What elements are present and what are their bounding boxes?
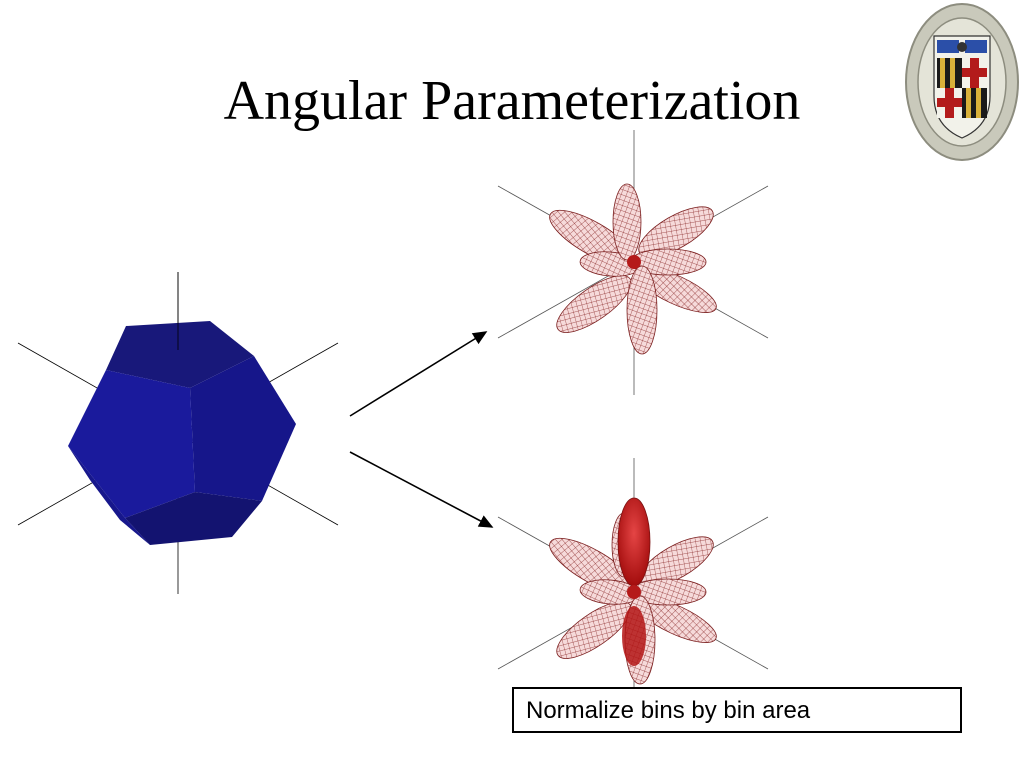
lobe-figure-lower <box>497 458 769 688</box>
lobe <box>556 601 632 659</box>
caption-box: Normalize bins by bin area <box>512 687 962 733</box>
lobe-figure-upper <box>497 130 769 395</box>
polyhedron-figure <box>17 272 339 594</box>
lobe-core <box>617 497 651 587</box>
lobe <box>556 275 632 333</box>
lobe <box>626 265 658 355</box>
arrow-right-icon <box>349 331 488 417</box>
dodecahedron-shape <box>68 321 296 545</box>
university-seal-icon <box>905 3 1019 161</box>
arrow-right-icon <box>349 451 494 528</box>
lobe <box>612 183 642 261</box>
slide-title: Angular Parameterization <box>223 70 801 132</box>
lobe-core <box>622 606 646 666</box>
